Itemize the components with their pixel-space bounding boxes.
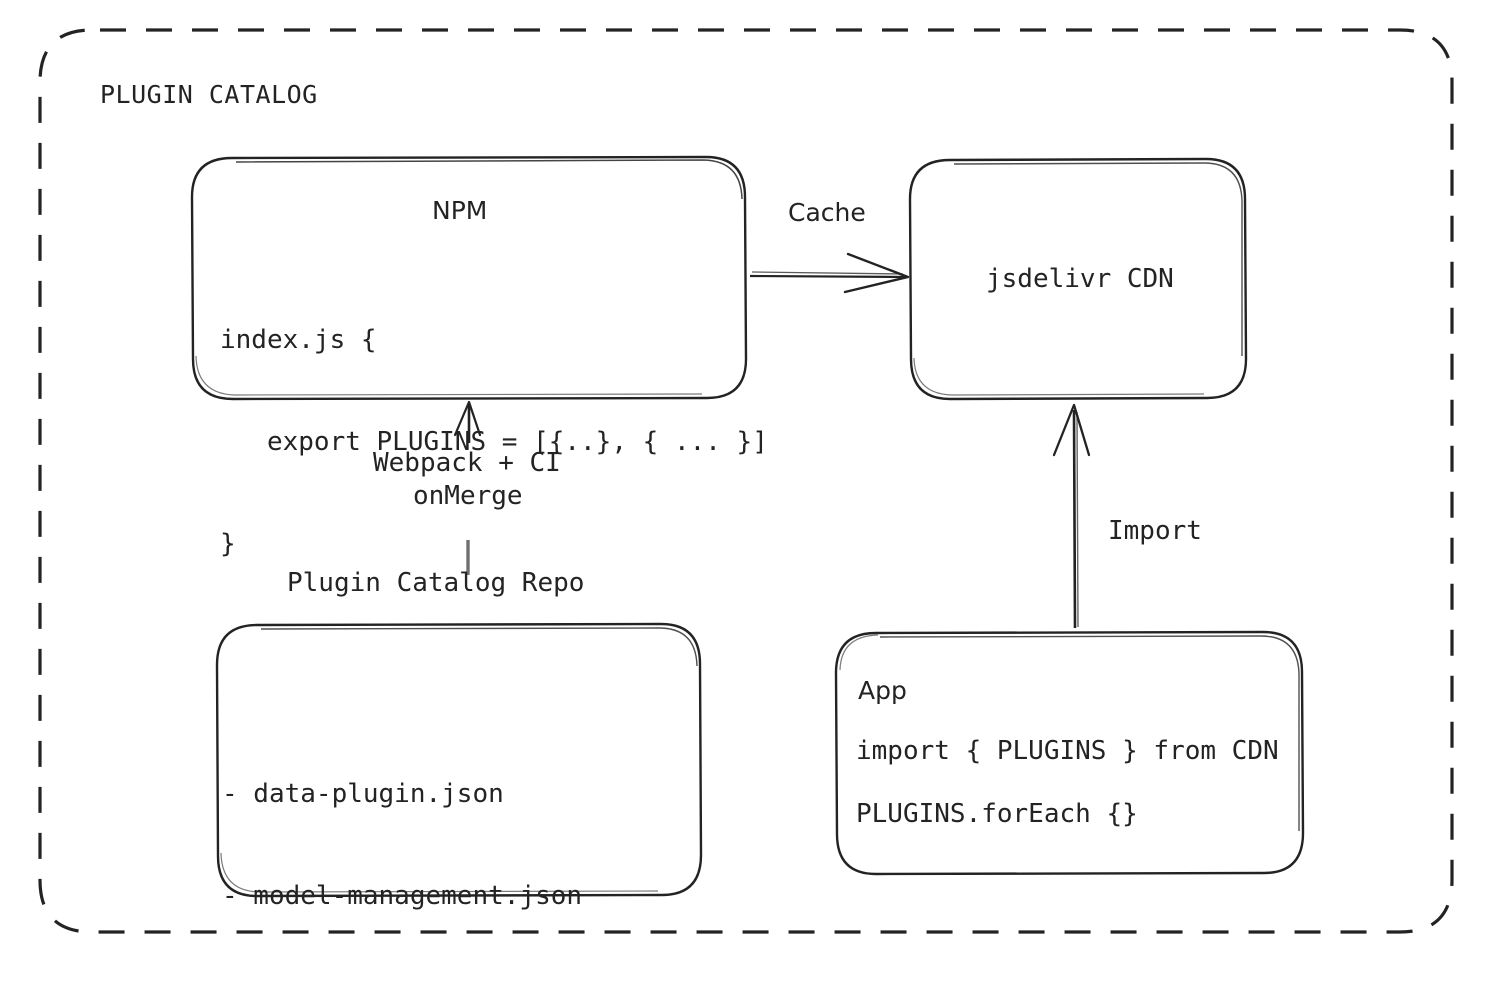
repo-file-list: - data-plugin.json - model-management.js… (222, 709, 582, 1002)
build-edge-label-line1: Webpack + CI (373, 448, 561, 478)
repo-file-item: - data-plugin.json (222, 779, 504, 809)
repo-file-item: ... (222, 983, 269, 1002)
app-box[interactable] (836, 632, 1303, 874)
app-box-title: App (858, 676, 907, 705)
repo-file-item: - model-management.json (222, 881, 583, 911)
page-title: PLUGIN CATALOG (100, 80, 318, 109)
cache-arrow (749, 252, 910, 294)
npm-code-line-1: index.js { (220, 325, 377, 355)
npm-code-block: index.js { export PLUGINS = [{..}, { ...… (220, 255, 768, 629)
npm-box[interactable] (192, 157, 746, 399)
cache-edge-label: Cache (788, 198, 866, 227)
app-code-line-1: import { PLUGINS } from CDN (856, 736, 1279, 766)
npm-code-line-2: export PLUGINS = [{..}, { ... }] (220, 427, 768, 457)
npm-code-line-3: } (220, 529, 236, 559)
app-code-line-2: PLUGINS.forEach {} (856, 799, 1138, 829)
import-edge-label: Import (1108, 516, 1202, 546)
cdn-box[interactable] (910, 159, 1246, 399)
import-arrow (1052, 403, 1091, 629)
build-edge-label-line2: onMerge (413, 481, 523, 511)
repo-caption: Plugin Catalog Repo (287, 568, 585, 598)
npm-box-title: NPM (432, 196, 488, 225)
repo-box[interactable] (217, 624, 701, 896)
cdn-box-label: jsdelivr CDN (986, 264, 1174, 294)
